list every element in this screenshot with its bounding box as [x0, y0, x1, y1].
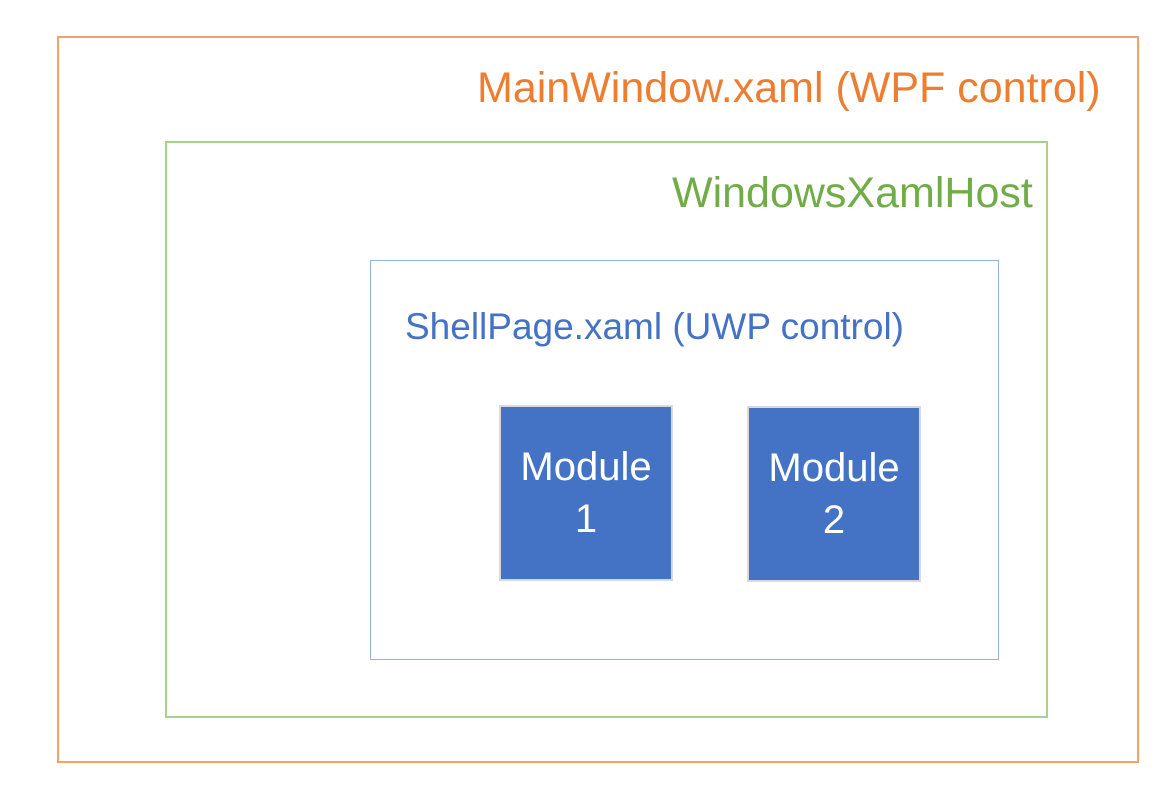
shellpage-uwp-label: ShellPage.xaml (UWP control)	[405, 306, 904, 347]
shellpage-uwp-box: Module 1 Module 2	[370, 260, 999, 660]
module-2-label-line1: Module	[768, 446, 900, 490]
mainwindow-wpf-box: Module 1 Module 2	[57, 36, 1139, 763]
module-2-label-line2: 2	[822, 498, 846, 542]
module-1-box: Module 1	[499, 405, 673, 581]
module-1-label-line2: 1	[574, 497, 598, 541]
module-2-box: Module 2	[747, 406, 921, 582]
windowsxamlhost-label: WindowsXamlHost	[672, 169, 1033, 217]
windowsxamlhost-box: Module 1 Module 2	[165, 141, 1048, 718]
mainwindow-wpf-label: MainWindow.xaml (WPF control)	[477, 64, 1101, 112]
module-1-label-line1: Module	[520, 445, 652, 489]
